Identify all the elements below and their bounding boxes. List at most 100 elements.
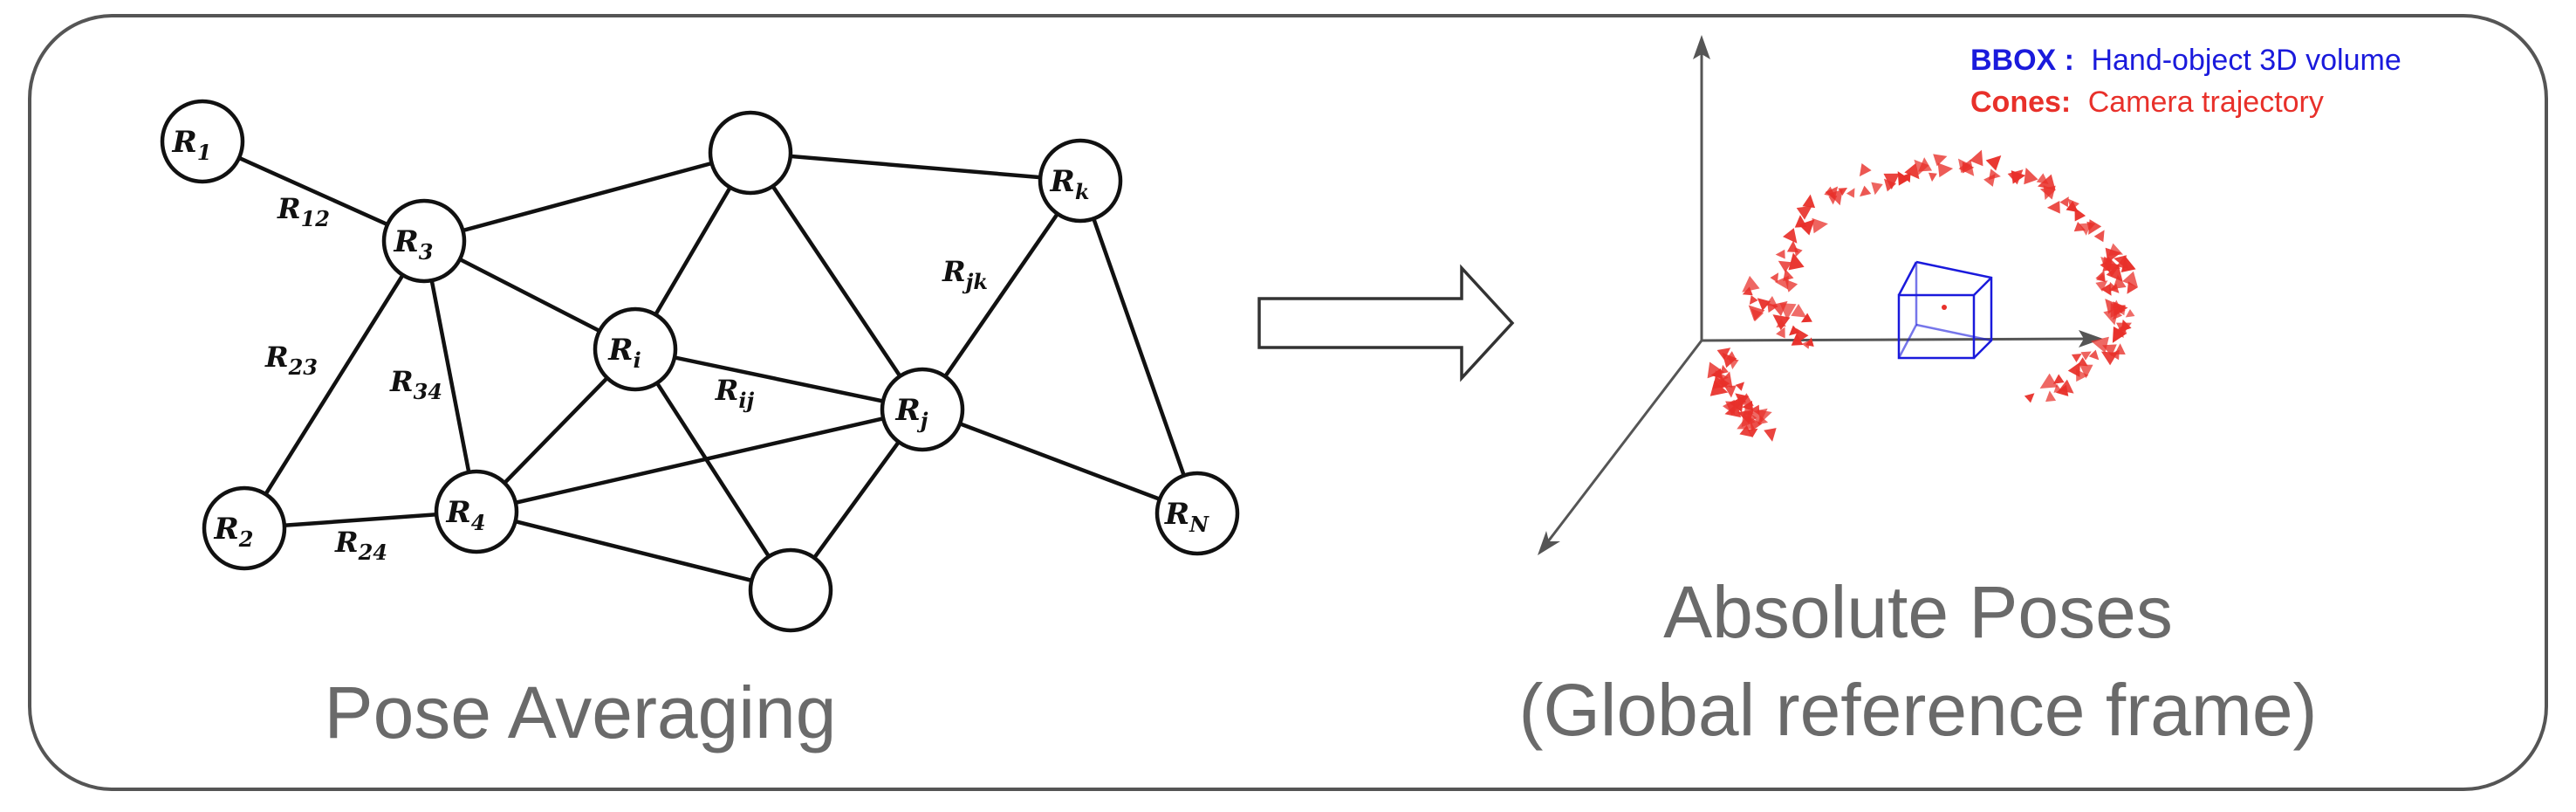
graph-node-n4: R4	[434, 469, 519, 554]
graph-edge-label-base: R	[334, 526, 359, 559]
graph-node-label-base: R	[1050, 164, 1075, 199]
camera-cone	[1883, 178, 1897, 192]
camera-cone	[1735, 382, 1745, 391]
camera-cone	[1838, 187, 1848, 196]
camera-cone	[2113, 274, 2127, 289]
camera-cone	[1707, 361, 1725, 379]
graph-node-circle	[160, 99, 245, 184]
bbox-cube	[1897, 260, 1993, 360]
graph-node-label: Rj	[895, 393, 928, 433]
graph-edges	[202, 139, 1200, 593]
camera-cone	[1779, 303, 1797, 320]
camera-cone	[1783, 228, 1798, 244]
camera-cone	[1710, 368, 1723, 379]
camera-cone	[2095, 270, 2106, 283]
camera-cone	[1937, 162, 1954, 178]
camera-cone	[2105, 247, 2121, 263]
graph-edge-label-base: R	[942, 255, 966, 288]
camera-cone	[2093, 230, 2105, 243]
camera-cone	[1743, 406, 1754, 416]
absolute-poses-scene	[1538, 35, 2138, 555]
camera-cone	[1962, 162, 1975, 174]
legend-bbox: BBOX : Hand-object 3D volume	[1970, 44, 2401, 77]
graph-node-nb	[748, 547, 833, 633]
camera-cone	[2095, 280, 2108, 292]
camera-cone	[1791, 304, 1807, 318]
graph-edge-n4-nb	[476, 509, 791, 593]
camera-cone	[2113, 326, 2124, 338]
camera-cone	[1720, 364, 1729, 375]
graph-edge-label: Rjk	[942, 255, 988, 294]
camera-cone	[1747, 428, 1758, 438]
camera-cone	[2116, 322, 2132, 335]
panel-border	[28, 14, 2548, 791]
graph-edge-nj-nk	[921, 179, 1082, 411]
bbox-center-dot	[1942, 305, 1947, 310]
camera-cone	[1985, 155, 2002, 171]
camera-cone	[1828, 189, 1843, 206]
camera-cone	[1722, 399, 1736, 416]
graph-edge-label-base: R	[264, 341, 289, 374]
graph-node-label-base: R	[895, 393, 921, 428]
camera-cone	[2113, 309, 2123, 320]
graph-node-nj: Rj	[880, 367, 965, 452]
legend-cones-key: Cones:	[1970, 86, 2071, 119]
camera-cone	[2007, 169, 2024, 185]
left-caption: Pose Averaging	[325, 671, 837, 754]
camera-cone	[1860, 185, 1872, 197]
graph-edge-n3-nt	[423, 150, 751, 244]
graph-node-label: RN	[1164, 497, 1209, 537]
graph-edge-label-sub: ij	[738, 388, 754, 413]
graph-edge-nt-nj	[749, 151, 924, 411]
camera-cone	[2102, 256, 2112, 265]
camera-cone	[1798, 219, 1815, 236]
graph-node-circle	[748, 547, 833, 633]
camera-cone	[1749, 295, 1758, 306]
camera-cone	[2120, 256, 2136, 273]
camera-cone	[2043, 185, 2056, 200]
graph-node-circle	[1038, 138, 1123, 224]
graph-node-circle	[202, 485, 287, 571]
graph-node-label-sub: 4	[471, 510, 486, 535]
axis-x	[1701, 330, 2103, 348]
camera-cone	[2079, 223, 2092, 236]
camera-cone	[1969, 149, 1983, 167]
graph-edge-label-base: R	[715, 374, 739, 407]
graph-node-label-sub: i	[634, 348, 641, 373]
camera-cone	[2071, 353, 2082, 362]
graph-node-n3: R3	[381, 198, 467, 284]
camera-cone	[2116, 305, 2126, 314]
graph-edge-label-base: R	[389, 365, 414, 398]
graph-node-label-sub: N	[1189, 512, 1209, 537]
camera-cone	[1776, 319, 1786, 328]
camera-cone	[1796, 205, 1812, 220]
legend: BBOX : Hand-object 3D volume Cones: Came…	[1970, 44, 2401, 119]
camera-cone	[1742, 275, 1760, 292]
camera-cone	[1770, 272, 1779, 283]
right-caption-line2: (Global reference frame)	[1518, 669, 2317, 751]
camera-cone	[2077, 357, 2088, 367]
transform-arrow	[1257, 264, 1515, 382]
graph-edge-label: R23	[264, 341, 318, 380]
camera-cone	[1737, 414, 1755, 430]
graph-node-nk: Rk	[1038, 138, 1123, 224]
graph-edge-label-sub: 24	[358, 540, 387, 565]
camera-cone	[2125, 309, 2135, 318]
graph-node-circle	[434, 469, 519, 554]
camera-cone	[2059, 196, 2069, 208]
camera-cone	[2091, 336, 2109, 354]
camera-cone	[2122, 271, 2138, 288]
camera-cone	[1716, 348, 1731, 361]
graph-node-circle	[1154, 471, 1240, 556]
graph-node-label: R3	[394, 224, 434, 265]
camera-cone	[2046, 200, 2060, 214]
camera-cone	[1778, 260, 1792, 273]
camera-cone	[1800, 313, 1812, 323]
camera-cone	[1988, 169, 2001, 181]
camera-cone	[1738, 396, 1747, 406]
graph-node-label-base: R	[214, 512, 239, 547]
graph-edge-nj-nN	[921, 407, 1198, 516]
graph-edge-label-base: R	[277, 192, 301, 225]
graph-edge-label: R24	[334, 526, 387, 565]
graph-edge-label-sub: 23	[288, 354, 318, 380]
